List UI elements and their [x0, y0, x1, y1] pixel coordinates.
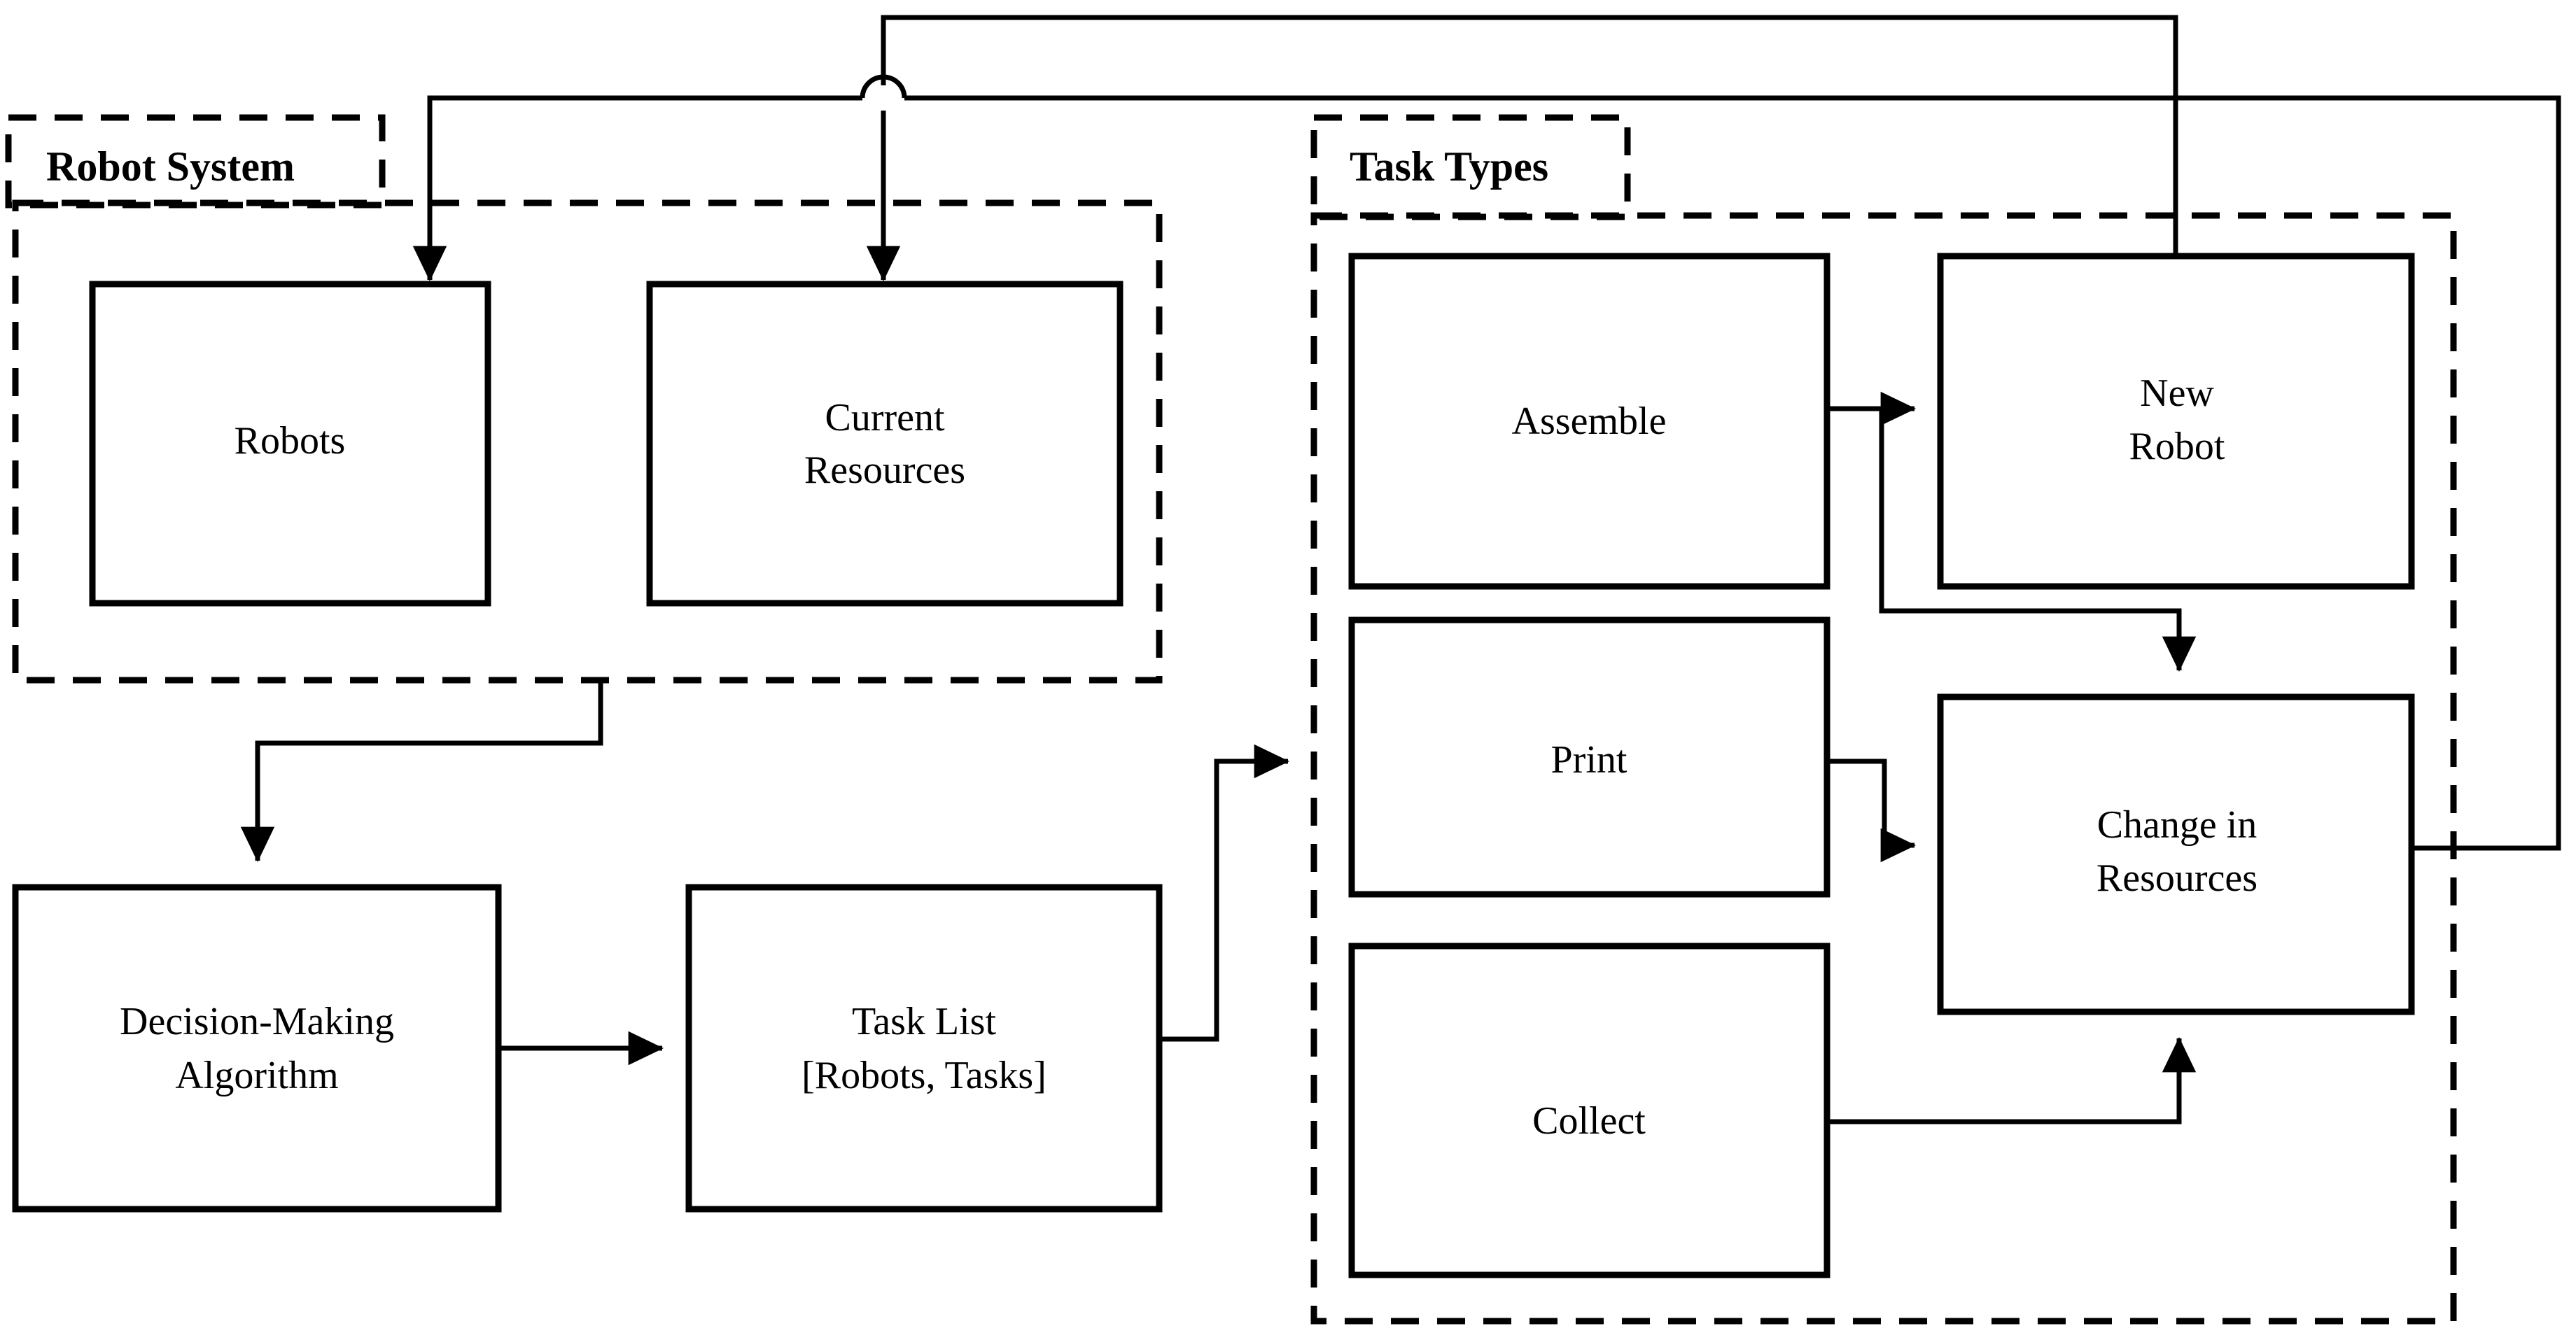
group-task-types-border — [1310, 212, 2457, 1325]
node-new-robot[interactable]: New Robot — [1937, 253, 2415, 590]
group-robot-system-label: Robot System — [46, 143, 295, 190]
node-change-resources-label-line1: Change in — [2097, 803, 2258, 847]
node-print-box[interactable] — [1348, 616, 1830, 898]
edge-new-robot-to-robots — [883, 15, 2178, 280]
node-change-resources-label-line2: Resources — [2096, 856, 2258, 900]
edge-change-to-current-resources — [430, 95, 2561, 851]
node-current-resources-label-line1: Current — [825, 396, 945, 439]
node-robots-box[interactable] — [89, 281, 491, 607]
flow-edges — [240, 391, 2197, 1124]
group-robot-system-border — [12, 199, 1163, 684]
node-decision-making-box[interactable] — [12, 884, 502, 1213]
node-print-label: Print — [1551, 738, 1628, 782]
node-decision-making[interactable]: Decision-Making Algorithm — [12, 884, 502, 1213]
node-change-resources[interactable]: Change in Resources — [1937, 693, 2415, 1015]
edge-collect-to-change — [1827, 1036, 2197, 1124]
nodes: Robots Current Resources Decision-Making… — [12, 253, 2415, 1278]
node-current-resources-label-line2: Resources — [804, 449, 965, 492]
node-new-robot-label-line2: Robot — [2129, 425, 2225, 468]
node-task-list[interactable]: Task List [Robots, Tasks] — [685, 884, 1163, 1213]
edge-print-to-change — [1827, 759, 1917, 863]
node-robots[interactable]: Robots — [89, 281, 491, 607]
node-new-robot-box[interactable] — [1937, 253, 2415, 590]
group-robot-system-tab — [5, 114, 386, 209]
node-assemble[interactable]: Assemble — [1348, 253, 1830, 590]
node-task-list-label-line2: [Robots, Tasks] — [802, 1054, 1046, 1097]
node-print[interactable]: Print — [1348, 616, 1830, 898]
node-task-list-label-line1: Task List — [852, 1000, 997, 1043]
node-robots-label: Robots — [234, 419, 346, 463]
feedback-wires — [430, 15, 2561, 851]
group-robot-system — [5, 114, 1163, 684]
node-current-resources-box[interactable] — [646, 281, 1124, 607]
edge-task-list-to-task-types — [1159, 744, 1290, 1042]
group-task-types-label: Task Types — [1350, 143, 1548, 190]
edge-assemble-to-change — [1879, 409, 2197, 672]
line-hop-marker — [860, 74, 907, 99]
node-decision-making-label-line1: Decision-Making — [120, 1000, 394, 1043]
node-task-list-box[interactable] — [685, 884, 1163, 1213]
node-assemble-box[interactable] — [1348, 253, 1830, 590]
node-decision-making-label-line2: Algorithm — [175, 1054, 338, 1097]
node-new-robot-label-line1: New — [2140, 372, 2214, 415]
node-collect-box[interactable] — [1348, 943, 1830, 1278]
edge-robot-system-to-decision — [240, 680, 603, 863]
node-current-resources[interactable]: Current Resources — [646, 281, 1124, 607]
node-change-resources-box[interactable] — [1937, 693, 2415, 1015]
node-collect[interactable]: Collect — [1348, 943, 1830, 1278]
node-collect-label: Collect — [1532, 1099, 1646, 1143]
group-task-types — [1310, 114, 2457, 1325]
node-assemble-label: Assemble — [1512, 400, 1667, 443]
